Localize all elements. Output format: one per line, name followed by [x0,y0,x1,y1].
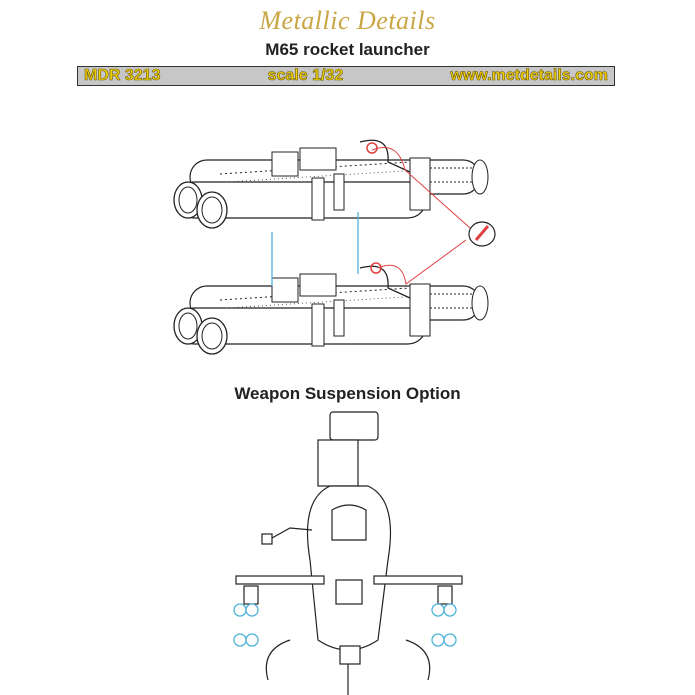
lower-launcher [173,265,489,355]
product-title: M65 rocket launcher [265,40,430,59]
website-link[interactable]: www.metdetails.com [450,67,608,85]
red-highlight-callout [366,142,496,285]
upper-launcher [173,139,489,229]
brand-logo: Metallic Details [259,6,436,35]
cyan-alignment-lines [271,212,359,286]
info-band: MDR 3213 scale 1/32 www.metdetails.com [77,66,615,86]
section-title: Weapon Suspension Option [234,384,461,403]
scale-label: scale 1/32 [267,67,344,85]
product-code: MDR 3213 [84,67,161,85]
cyan-rocket-pods [233,603,457,647]
helicopter-front-view [235,411,463,695]
